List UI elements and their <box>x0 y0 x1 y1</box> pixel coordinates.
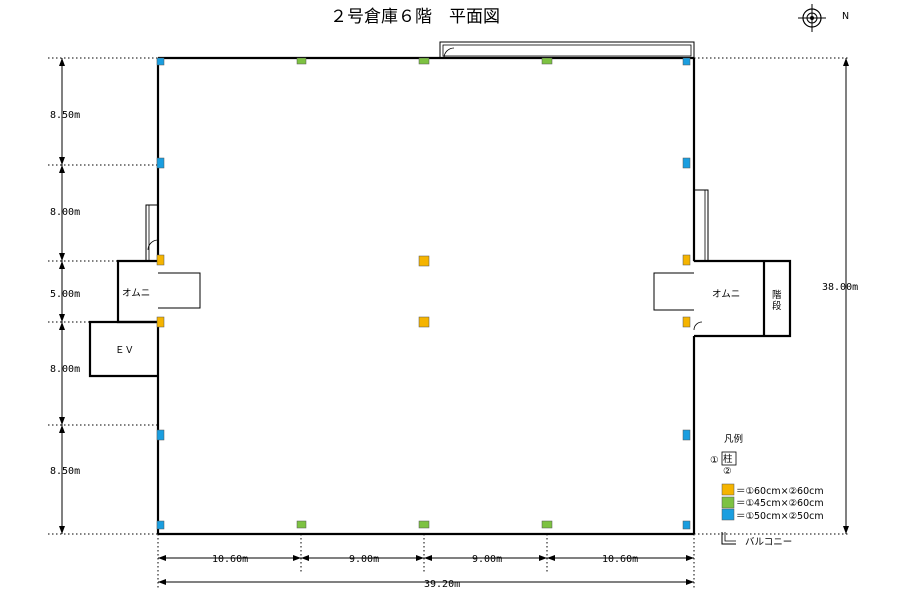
pillar-blue <box>682 429 691 441</box>
legend: 凡例 ① 柱 ② ＝①60cm×②60cm ＝①45cm×②60cm ＝①50c… <box>710 433 824 548</box>
dim-left-1: 8.50m <box>50 110 80 121</box>
page-title: ２号倉庫６階 平面図 <box>330 7 500 27</box>
pillar-blue <box>156 429 165 441</box>
legend-mark-1: ① <box>710 455 719 466</box>
pillar-orange <box>156 254 165 266</box>
pillar-green <box>418 57 430 65</box>
pillar-green <box>296 57 307 65</box>
right-window <box>693 189 709 262</box>
omni-room-right <box>653 259 792 338</box>
dim-left-3: 5.00m <box>50 289 80 300</box>
pillar-blue <box>156 157 165 169</box>
left-window <box>145 204 159 262</box>
pillars <box>156 57 691 530</box>
dim-left-4: 8.00m <box>50 364 80 375</box>
omni-left-label: オムニ <box>122 288 150 299</box>
legend-mark-2: ② <box>723 466 732 477</box>
balcony-top <box>439 41 695 59</box>
pillar-green <box>296 520 307 529</box>
pillar-green <box>418 520 430 529</box>
dim-bottom-1: 10.60m <box>212 554 248 565</box>
legend-swatch-orange <box>721 483 735 496</box>
dim-bottom-total: 39.20m <box>424 579 460 590</box>
legend-balcony: バルコニー <box>745 537 792 548</box>
dim-bottom-3: 9.00m <box>472 554 502 565</box>
pillar-blue <box>156 57 165 66</box>
legend-swatch-green <box>721 496 735 509</box>
ev-label: ＥＶ <box>115 345 134 356</box>
legend-swatch-blue <box>721 508 735 521</box>
dim-left-2: 8.00m <box>50 207 80 218</box>
pillar-blue <box>156 520 165 530</box>
pillar-orange <box>418 316 430 328</box>
left-dimension <box>59 58 65 534</box>
pillar-orange <box>682 254 691 266</box>
right-dimension <box>843 58 849 534</box>
omni-right-label: オムニ <box>712 289 740 300</box>
ev-room <box>88 320 158 378</box>
dim-bottom-2: 9.00m <box>349 554 379 565</box>
pillar-orange <box>418 255 430 267</box>
pillar-blue <box>682 157 691 169</box>
dim-right-total: 38.00m <box>822 282 858 293</box>
dim-left-5: 8.50m <box>50 466 80 477</box>
balcony-legend-icon <box>721 532 736 545</box>
legend-item-2: ＝①45cm×②60cm <box>736 498 824 509</box>
legend-item-1: ＝①60cm×②60cm <box>736 486 824 497</box>
pillar-blue <box>682 520 691 530</box>
outer-walls <box>156 56 696 536</box>
compass-label: N <box>842 11 849 22</box>
dim-bottom-4: 10.60m <box>602 554 638 565</box>
pillar-green <box>541 520 553 529</box>
stairs-label-2: 段 <box>772 300 782 312</box>
pillar-legend-box <box>721 451 737 466</box>
legend-title: 凡例 <box>724 433 743 445</box>
pillar-orange <box>682 316 691 328</box>
compass-icon <box>798 4 826 32</box>
pillar-orange <box>156 316 165 328</box>
pillar-green <box>541 57 553 65</box>
legend-item-3: ＝①50cm×②50cm <box>736 511 824 522</box>
legend-pillar: 柱 <box>723 453 733 465</box>
pillar-blue <box>682 57 691 66</box>
bottom-dimension <box>158 555 694 585</box>
stairs-label-1: 階 <box>772 290 782 301</box>
